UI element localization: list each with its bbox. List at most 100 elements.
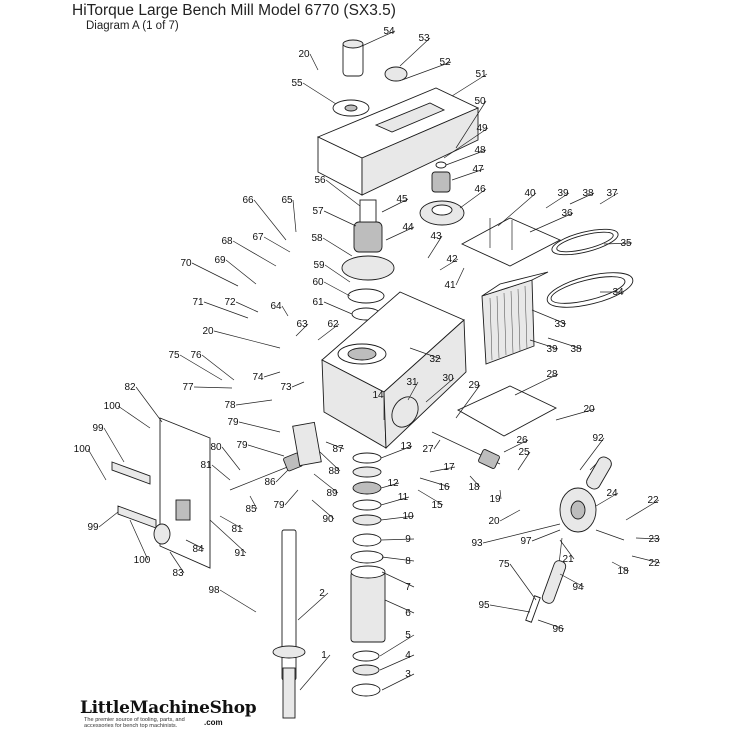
callout-leader-100	[129, 519, 149, 561]
callout-leader-78	[235, 399, 273, 406]
callout-leader-6	[384, 599, 415, 614]
callout-label-79: 79	[273, 500, 285, 511]
callout-leader-88	[319, 451, 341, 472]
callout-label-66: 66	[242, 195, 254, 206]
callout-label-80: 80	[210, 442, 222, 453]
brand-logo-suffix: .com	[204, 718, 223, 727]
callout-label-93: 93	[471, 538, 483, 549]
callout-label-86: 86	[264, 477, 276, 488]
callout-label-41: 41	[444, 280, 456, 291]
callout-label-28: 28	[546, 369, 558, 380]
callout-label-39: 39	[557, 188, 569, 199]
callout-label-18: 18	[468, 482, 480, 493]
callout-leader-41	[455, 267, 465, 286]
callout-label-75: 75	[168, 350, 180, 361]
callout-label-65: 65	[281, 195, 293, 206]
callout-label-1: 1	[321, 650, 327, 661]
callout-label-75: 75	[498, 559, 510, 570]
callout-leader-1	[299, 654, 331, 691]
callout-leader-79	[238, 421, 281, 433]
callout-leader-60	[323, 281, 351, 297]
brand-logo: LittleMachineShop	[80, 698, 257, 718]
callout-label-96: 96	[552, 624, 564, 635]
callout-label-91: 91	[234, 548, 246, 559]
callout-leader-85	[249, 495, 258, 510]
callout-leaders	[87, 30, 661, 691]
callout-label-100: 100	[74, 444, 91, 455]
callout-label-87: 87	[332, 444, 344, 455]
callout-leader-51	[451, 73, 488, 97]
callout-leader-24	[595, 492, 619, 507]
brand-tagline: The premier source of tooling, parts, an…	[84, 717, 185, 730]
callout-leader-68	[232, 240, 277, 267]
callout-leader-74	[263, 371, 281, 378]
callout-label-19: 19	[489, 494, 501, 505]
callout-leader-15	[417, 489, 444, 506]
callout-label-37: 37	[606, 188, 618, 199]
callout-leader-64	[281, 305, 289, 317]
callout-leader-79	[247, 444, 285, 457]
callout-label-64: 64	[270, 301, 282, 312]
callout-leader-22	[625, 499, 660, 521]
callout-label-88: 88	[328, 466, 340, 477]
callout-label-40: 40	[524, 188, 536, 199]
callout-leader-79	[284, 489, 299, 506]
callout-label-70: 70	[180, 258, 192, 269]
callout-leader-20	[499, 509, 521, 522]
callout-label-14: 14	[372, 390, 384, 401]
callout-label-73: 73	[280, 382, 292, 393]
callout-label-2: 2	[319, 588, 325, 599]
callout-label-5: 5	[405, 630, 411, 641]
callout-label-32: 32	[429, 354, 441, 365]
callout-leader-37	[599, 192, 619, 205]
callout-label-62: 62	[327, 319, 339, 330]
diagram-title: HiTorque Large Bench Mill Model 6770 (SX…	[72, 2, 396, 19]
callout-leader-45	[381, 198, 409, 213]
callout-label-84: 84	[192, 544, 204, 555]
callout-label-85: 85	[245, 504, 257, 515]
callout-leader-53	[399, 37, 431, 67]
callout-leader-35	[603, 242, 633, 245]
callout-leader-32	[409, 347, 442, 360]
callout-label-79: 79	[236, 440, 248, 451]
callout-leader-49	[443, 127, 489, 159]
callout-label-60: 60	[312, 277, 324, 288]
callout-label-3: 3	[405, 669, 411, 680]
callout-leader-100	[87, 448, 107, 481]
callout-leader-19	[499, 489, 502, 500]
callout-label-20: 20	[488, 516, 500, 527]
callout-label-46: 46	[474, 184, 486, 195]
callout-label-42: 42	[446, 254, 458, 265]
callout-leader-95	[489, 604, 531, 613]
callout-label-9: 9	[405, 534, 411, 545]
callout-leader-33	[531, 309, 567, 325]
callout-leader-90	[311, 499, 335, 520]
callout-leader-61	[323, 301, 353, 315]
callout-leader-18	[611, 561, 630, 572]
callout-leader-56	[325, 179, 361, 207]
callout-leader-59	[324, 264, 351, 283]
callout-leader-20	[555, 408, 596, 421]
callout-label-97: 97	[520, 536, 532, 547]
callout-leader-29	[455, 384, 481, 419]
callout-label-49: 49	[476, 123, 488, 134]
callout-leader-86	[275, 469, 289, 483]
callout-label-77: 77	[182, 382, 194, 393]
callout-label-43: 43	[430, 231, 442, 242]
callout-label-67: 67	[252, 232, 264, 243]
callout-leader-22	[631, 555, 661, 564]
callout-label-10: 10	[402, 511, 414, 522]
callout-label-44: 44	[402, 222, 414, 233]
callout-leader-73	[291, 381, 305, 388]
callout-leader-97	[531, 529, 561, 542]
callout-label-100: 100	[134, 555, 151, 566]
callout-label-11: 11	[398, 492, 409, 503]
callout-label-34: 34	[612, 287, 624, 298]
callout-leader-94	[559, 573, 585, 588]
callout-leader-2	[297, 592, 329, 621]
callout-label-33: 33	[554, 319, 566, 330]
callout-leader-8	[381, 556, 415, 562]
callout-label-25: 25	[518, 447, 530, 458]
callout-label-36: 36	[561, 208, 573, 219]
